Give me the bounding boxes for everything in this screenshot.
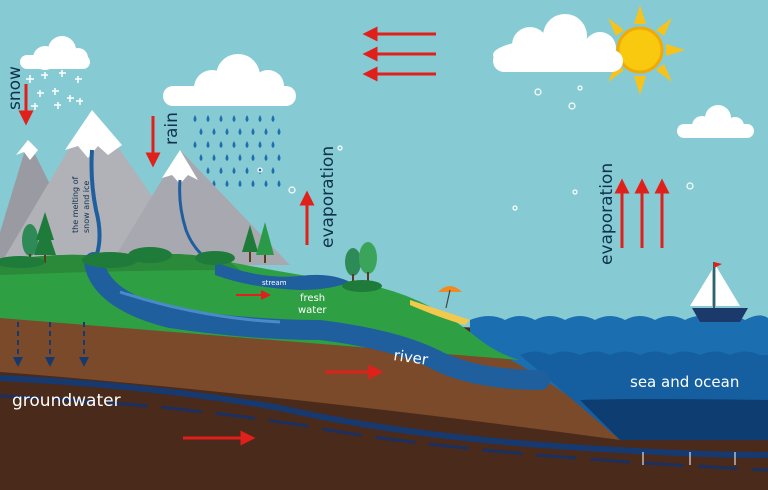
cloud-icon bbox=[493, 14, 623, 72]
meltwater-stream bbox=[89, 149, 102, 263]
raindrop-icon bbox=[258, 115, 262, 122]
raindrop-icon bbox=[245, 167, 249, 174]
raindrop-icon bbox=[232, 115, 236, 122]
fresh-water-lake bbox=[215, 262, 350, 290]
raindrop-icon bbox=[206, 167, 210, 174]
raindrop-icon bbox=[219, 141, 223, 148]
raindrop-icon bbox=[264, 180, 268, 187]
melting-label-line1: the melting of bbox=[71, 176, 80, 233]
raindrop-icon bbox=[206, 115, 210, 122]
arrow-icon bbox=[18, 26, 670, 446]
rain-label: rain bbox=[162, 112, 182, 145]
raindrop-icon bbox=[206, 141, 210, 148]
seabed-arrows bbox=[642, 452, 736, 465]
stream-label: stream bbox=[262, 279, 287, 287]
beach bbox=[410, 300, 470, 325]
tree-icon bbox=[242, 222, 274, 263]
raindrop-icon bbox=[219, 115, 223, 122]
raindrop-icon bbox=[245, 141, 249, 148]
raindrop-icon bbox=[258, 141, 262, 148]
raindrop-icon bbox=[277, 180, 281, 187]
river-label: river bbox=[392, 346, 430, 369]
raindrop-icon bbox=[199, 128, 203, 135]
raindrop-icon bbox=[251, 180, 255, 187]
infiltration-arrows bbox=[13, 322, 89, 367]
raindrop-icon bbox=[232, 167, 236, 174]
cloud-icon bbox=[20, 36, 90, 70]
raindrop-icon bbox=[277, 128, 281, 135]
snowcap bbox=[65, 110, 122, 158]
cloud-icon bbox=[163, 54, 296, 106]
mountains bbox=[0, 110, 290, 265]
raindrop-icon bbox=[225, 154, 229, 161]
raindrop-icon bbox=[238, 128, 242, 135]
sailboat-icon bbox=[690, 262, 748, 322]
evaporation-land-label: evaporation bbox=[318, 146, 338, 248]
raindrop-icon bbox=[271, 167, 275, 174]
raindrop-icon bbox=[193, 141, 197, 148]
tree-icon bbox=[342, 242, 382, 292]
cloud-icon bbox=[677, 105, 754, 138]
bushes bbox=[0, 247, 235, 268]
raindrop-icon bbox=[212, 128, 216, 135]
snowcap bbox=[16, 140, 44, 160]
river-highlight bbox=[119, 290, 281, 324]
snowcap bbox=[162, 150, 198, 184]
raindrop-icon bbox=[212, 154, 216, 161]
snowflake-icon bbox=[26, 70, 83, 110]
raindrop-icon bbox=[193, 115, 197, 122]
raindrop-icon bbox=[219, 167, 223, 174]
evaporation-sea-label: evaporation bbox=[597, 163, 617, 265]
snow-label: snow bbox=[5, 66, 25, 110]
fresh-water-label-line2: water bbox=[298, 305, 327, 316]
raindrop-icon bbox=[264, 154, 268, 161]
fresh-water-label-line1: fresh bbox=[300, 293, 325, 304]
river bbox=[84, 252, 550, 390]
raindrop-icon bbox=[251, 154, 255, 161]
raindrop-icon bbox=[271, 141, 275, 148]
groundwater-label: groundwater bbox=[12, 391, 121, 411]
raindrop-icon bbox=[264, 128, 268, 135]
raindrop-icon bbox=[238, 180, 242, 187]
deep-sea bbox=[580, 399, 768, 440]
umbrella-icon bbox=[438, 286, 462, 309]
raindrop-icon bbox=[251, 128, 255, 135]
raindrop-icon bbox=[199, 154, 203, 161]
groundwater-flow bbox=[0, 394, 768, 472]
raindrop-icon bbox=[238, 154, 242, 161]
sea-and-ocean-label: sea and ocean bbox=[630, 373, 739, 391]
raindrop-icon bbox=[225, 180, 229, 187]
raindrop-icon bbox=[245, 115, 249, 122]
raindrop-icon bbox=[271, 115, 275, 122]
melting-label-line2: snow and ice bbox=[82, 181, 91, 233]
raindrop-icon bbox=[232, 141, 236, 148]
tree-icon bbox=[22, 212, 56, 264]
groundwater-flow bbox=[0, 375, 768, 458]
raindrop-icon bbox=[277, 154, 281, 161]
vapor-bubbles bbox=[257, 85, 694, 211]
raindrop-icon bbox=[225, 128, 229, 135]
